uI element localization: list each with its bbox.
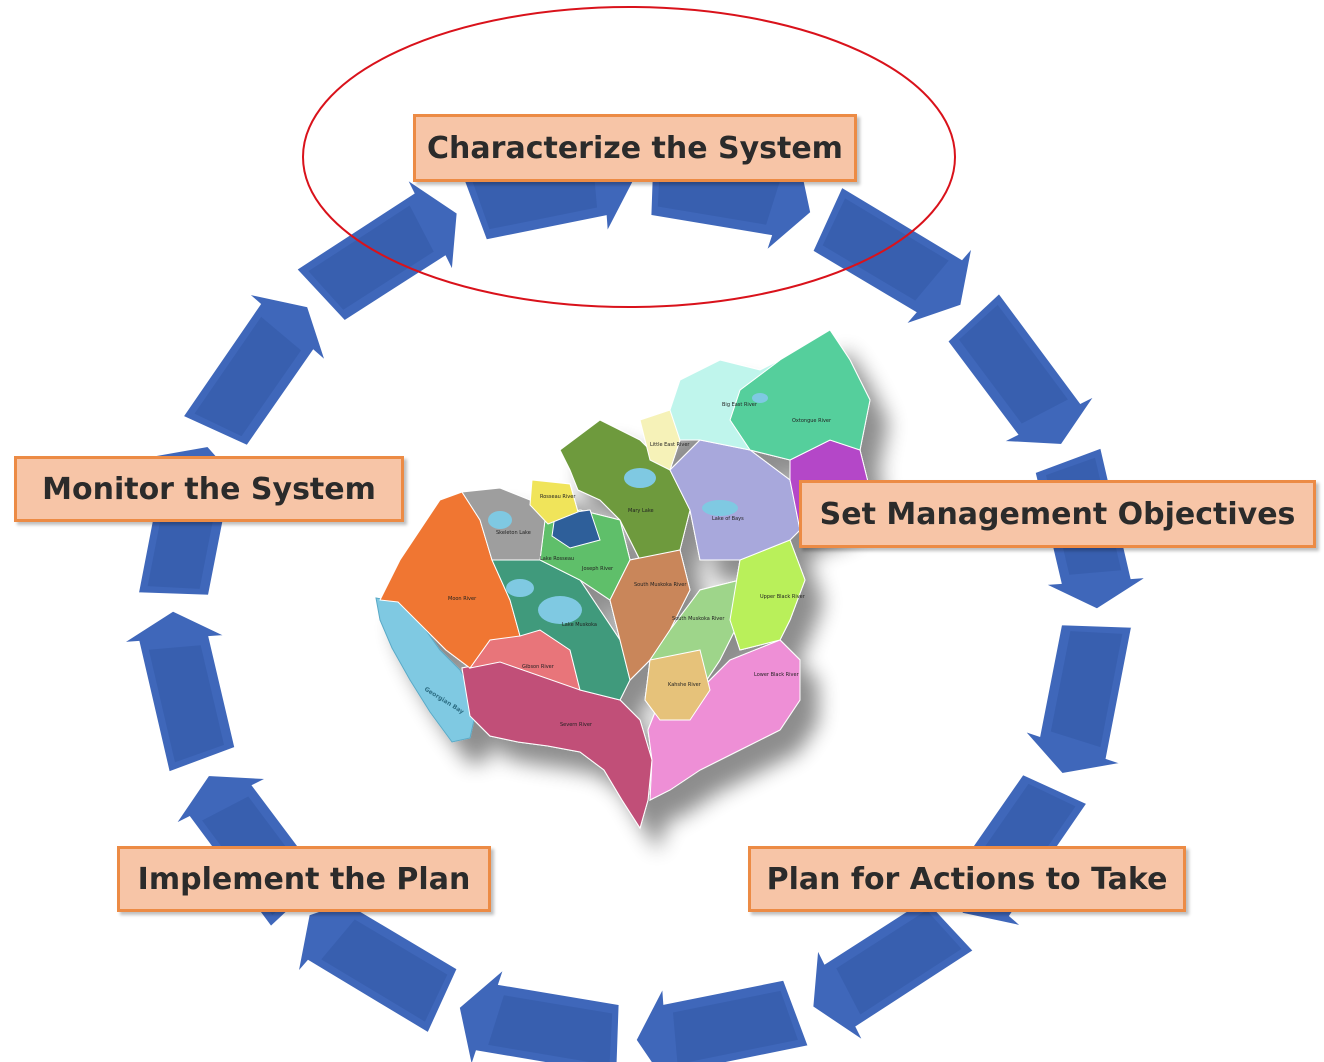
map-region-label: Moon River (448, 596, 477, 602)
map-region-label: Upper Black River (760, 594, 806, 600)
cycle-arrow-segment (633, 977, 812, 1062)
cycle-arrow-shade (836, 910, 962, 1015)
region-upper-black-river (729, 539, 806, 651)
cycle-arrow-shade (308, 205, 434, 310)
lake-1 (538, 596, 582, 624)
region-big-east-river (669, 359, 781, 451)
cycle-arrow-shade (1050, 631, 1123, 748)
cycle-arrow-shade (194, 316, 302, 437)
region-rosseau-river (529, 479, 579, 525)
map-region-label: Lower Black River (754, 672, 800, 678)
step-label: Set Management Objectives (819, 496, 1296, 532)
region-lower-black-river (647, 639, 801, 801)
map-region-label: Skeleton Lake (496, 530, 531, 536)
cycle-arrow-shade (959, 304, 1068, 424)
step-plan-for-actions-to-take: Plan for Actions to Take (748, 846, 1186, 912)
cycle-arrow-shade (673, 990, 798, 1062)
cycle-arrow-shade (321, 919, 448, 1022)
map-region-label: Little East River (650, 442, 690, 448)
cycle-arrow-shade (148, 645, 225, 763)
region-little-east-river (639, 409, 681, 471)
step-implement-the-plan: Implement the Plan (117, 846, 491, 912)
step-label: Implement the Plan (137, 861, 471, 897)
cycle-arrow-segment (944, 289, 1102, 447)
lake-5 (488, 511, 512, 529)
cycle-arrow-segment (293, 172, 460, 324)
region-oxtongue-river (729, 329, 871, 461)
cycle-arrow-segment (119, 608, 238, 776)
region-skeleton-lake (551, 509, 601, 549)
step-set-management-objectives: Set Management Objectives (799, 480, 1316, 548)
step-label: Characterize the System (427, 130, 843, 166)
cycle-arrow-segment (1017, 622, 1135, 777)
cycle-arrow-segment (810, 896, 977, 1048)
map-region-label: Severn River (560, 722, 593, 728)
map-region-label: Big East River (722, 402, 758, 408)
step-label: Monitor the System (42, 471, 376, 507)
lake-2 (506, 579, 534, 597)
map-region-label: Lake of Bays (712, 516, 744, 522)
map-region-label: South Muskoka River (672, 616, 725, 622)
map-region-label: Mary Lake (628, 508, 654, 514)
region-kahshe-river (644, 649, 711, 721)
step-monitor-the-system: Monitor the System (14, 456, 404, 522)
cycle-arrow-segment (179, 291, 331, 449)
cycle-arrow-segment (809, 183, 977, 330)
map-region-label: Lake Rosseau (540, 556, 574, 562)
lake-3 (624, 468, 656, 488)
cycle-arrow-shade (488, 995, 613, 1062)
map-region-label: South Muskoka River (634, 582, 687, 588)
map-region-label: Rosseau River (540, 494, 576, 500)
map-region-label: Joseph River (581, 566, 614, 572)
step-characterize-the-system: Characterize the System (413, 114, 857, 182)
highlight-ellipse (302, 6, 956, 308)
step-label: Plan for Actions to Take (766, 861, 1168, 897)
lake-6 (752, 393, 768, 403)
map-region-label: Gibson River (522, 664, 555, 670)
map-region-label: Oxtongue River (792, 418, 832, 424)
cycle-arrow-segment (456, 961, 622, 1062)
lake-4 (702, 500, 738, 516)
map-region-label: Lake Muskoka (562, 622, 597, 628)
map-region-label: Kahshe River (668, 682, 702, 688)
